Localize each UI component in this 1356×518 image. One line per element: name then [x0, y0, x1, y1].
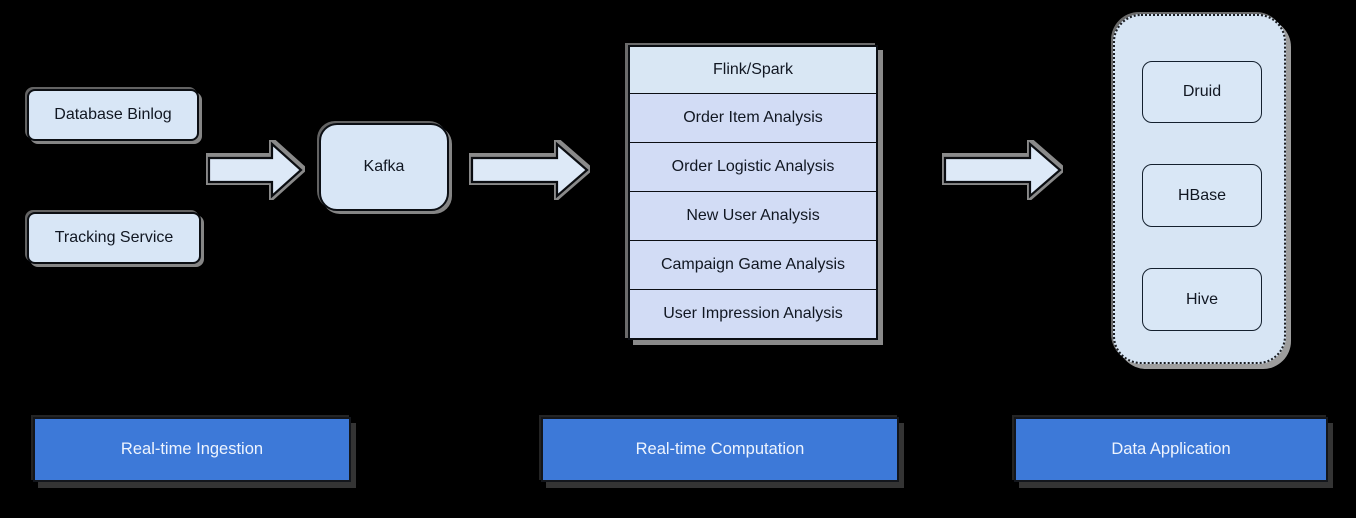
- stage-banner-label: Real-time Computation: [635, 440, 805, 458]
- computation-job-row: Order Item Analysis: [630, 93, 876, 142]
- node-database-binlog: Database Binlog: [27, 89, 199, 141]
- node-druid: Druid: [1142, 61, 1262, 123]
- stage-banner-label: Real-time Ingestion: [120, 440, 264, 458]
- stage-banner-realtime-ingestion: Real-time Ingestion: [33, 417, 351, 482]
- node-tracking-service-label: Tracking Service: [54, 229, 174, 246]
- computation-job-label: Order Logistic Analysis: [671, 158, 835, 175]
- node-hive-label: Hive: [1185, 290, 1218, 308]
- node-kafka-label: Kafka: [363, 158, 405, 175]
- node-tracking-service: Tracking Service: [27, 212, 201, 264]
- node-database-binlog-label: Database Binlog: [54, 106, 172, 123]
- node-kafka: Kafka: [319, 123, 449, 211]
- node-hive: Hive: [1142, 268, 1262, 331]
- computation-job-label: New User Analysis: [686, 207, 820, 224]
- stage-banner-label: Data Application: [1111, 440, 1231, 458]
- computation-job-row: New User Analysis: [630, 191, 876, 240]
- computation-job-label: User Impression Analysis: [663, 305, 843, 322]
- computation-job-label: Campaign Game Analysis: [660, 256, 846, 273]
- stage-banner-realtime-computation: Real-time Computation: [541, 417, 899, 482]
- computation-job-row: Order Logistic Analysis: [630, 142, 876, 191]
- stage-banner-data-application: Data Application: [1014, 417, 1328, 482]
- computation-job-label: Order Item Analysis: [683, 109, 823, 126]
- flow-arrow-sources-to-kafka: [206, 140, 305, 200]
- node-druid-label: Druid: [1182, 83, 1222, 100]
- node-hbase-label: HBase: [1177, 186, 1227, 204]
- computation-job-row: Campaign Game Analysis: [630, 240, 876, 289]
- computation-engine-row: Flink/Spark: [630, 47, 876, 93]
- computation-job-row: User Impression Analysis: [630, 289, 876, 338]
- application-group: Druid HBase Hive: [1113, 14, 1286, 364]
- flow-arrow-kafka-to-computation: [469, 140, 590, 200]
- computation-engine-label: Flink/Spark: [712, 61, 794, 78]
- node-hbase: HBase: [1142, 164, 1262, 227]
- computation-stack: Flink/Spark Order Item Analysis Order Lo…: [628, 45, 878, 340]
- flow-arrow-computation-to-application: [942, 140, 1063, 200]
